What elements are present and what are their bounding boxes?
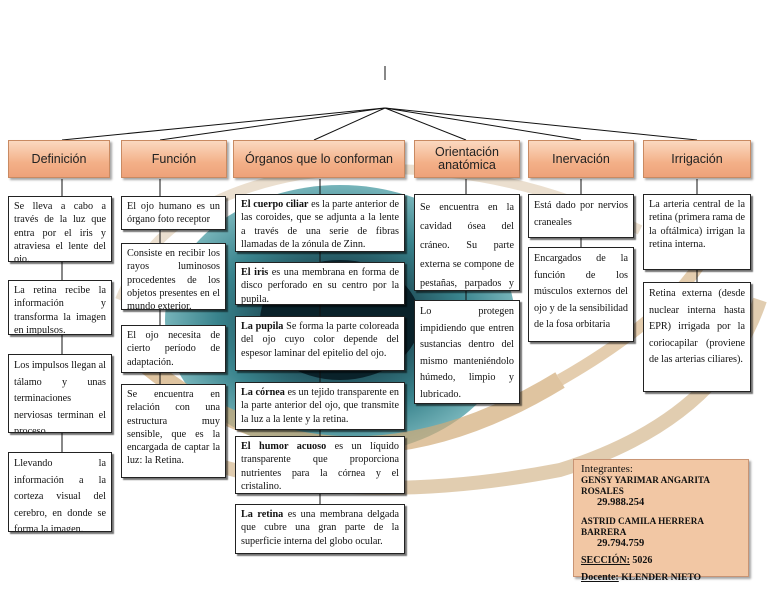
header-inervacion-label: Inervación <box>552 151 610 166</box>
header-organos-label: Órganos que lo conforman <box>244 151 393 166</box>
irrigacion-box-1: La arteria central de la retina (primera… <box>643 194 751 270</box>
organo-term: El iris <box>241 267 269 278</box>
organo-box-retina: La retina es una membrana delgada que cu… <box>235 504 405 554</box>
funcion-box-3: El ojo necesita de cierto período de ada… <box>121 325 226 373</box>
credits-box: Integrantes: GENSY YARIMAR ANGARITA ROSA… <box>573 459 749 583</box>
header-irrigacion: Irrigación <box>643 140 751 178</box>
organo-term: El cuerpo ciliar <box>241 199 309 210</box>
organo-box-cornea: La córnea es un tejido transparente en l… <box>235 382 405 430</box>
header-irrigacion-label: Irrigación <box>671 151 723 166</box>
seccion-row: SECCIÓN: 5026 <box>581 555 741 566</box>
docente-value: KLENDER NIETO <box>621 573 702 583</box>
docente-label: Docente: <box>581 572 619 583</box>
seccion-label: SECCIÓN: <box>581 555 630 566</box>
member-2-name: ASTRID CAMILA HERRERA BARRERA <box>581 516 704 537</box>
inervacion-box-2: Encargados de la función de los músculos… <box>528 247 634 342</box>
organo-box-cuerpo-ciliar: El cuerpo ciliar es la parte anterior de… <box>235 194 405 252</box>
funcion-box-1: El ojo humano es un órgano foto receptor <box>121 196 226 230</box>
organo-term: La retina <box>241 509 284 520</box>
definicion-box-3: Los impulsos llegan al tálamo y unas ter… <box>8 354 112 433</box>
header-funcion-label: Función <box>151 151 197 166</box>
header-inervacion: Inervación <box>528 140 634 178</box>
organo-text: es la parte anterior de las coroides, qu… <box>241 199 399 250</box>
integrantes-label: Integrantes: <box>581 463 633 475</box>
header-definicion-label: Definición <box>31 151 87 166</box>
header-definicion: Definición <box>8 140 110 178</box>
definicion-box-2: La retina recibe la información y transf… <box>8 280 112 335</box>
organo-term: El humor acuoso <box>241 441 327 452</box>
header-orientacion-label: Orientación anatómica <box>435 145 499 172</box>
organo-box-iris: El iris es una membrana en forma de disc… <box>235 262 405 305</box>
header-orientacion: Orientación anatómica <box>414 140 520 178</box>
member-2-id: 29.794.759 <box>597 538 645 549</box>
organo-text: es una membrana en forma de disco perfor… <box>241 267 399 305</box>
orientacion-box-2: Lo protegen impidiendo que entren sustan… <box>414 300 520 404</box>
organo-text: es una membrana delgada que cubre una gr… <box>241 509 399 547</box>
header-funcion: Función <box>121 140 227 178</box>
docente-row: Docente: KLENDER NIETO <box>581 572 741 584</box>
organo-term: La córnea <box>241 387 285 398</box>
organo-text: es un tejido transparente en la parte an… <box>241 387 399 425</box>
organo-box-pupila: La pupila Se forma la parte coloreada de… <box>235 316 405 371</box>
funcion-box-4: Se encuentra en relación con una estruct… <box>121 384 226 478</box>
definicion-box-1: Se lleva a cabo a través de la luz que e… <box>8 196 112 262</box>
organo-box-humor-acuoso: El humor acuoso es un líquido transparen… <box>235 436 405 494</box>
inervacion-box-1: Está dado por nervios craneales <box>528 194 634 238</box>
seccion-value: 5026 <box>632 555 653 566</box>
organo-text: Se forma la parte coloreada del ojo cuyo… <box>241 321 399 359</box>
member-1-name: GENSY YARIMAR ANGARITA ROSALES <box>581 475 710 496</box>
irrigacion-box-2: Retina externa (desde nuclear interna ha… <box>643 282 751 392</box>
organo-text: es un líquido transparente que proporcio… <box>241 441 399 492</box>
organo-term: La pupila <box>241 321 284 332</box>
funcion-box-2: Consiste en recibir los rayos luminosos … <box>121 243 226 310</box>
header-organos: Órganos que lo conforman <box>233 140 405 178</box>
definicion-box-4: Llevando la información a la corteza vis… <box>8 452 112 532</box>
member-1-id: 29.988.254 <box>597 497 645 508</box>
orientacion-box-1: Se encuentra en la cavidad ósea del crán… <box>414 194 520 291</box>
